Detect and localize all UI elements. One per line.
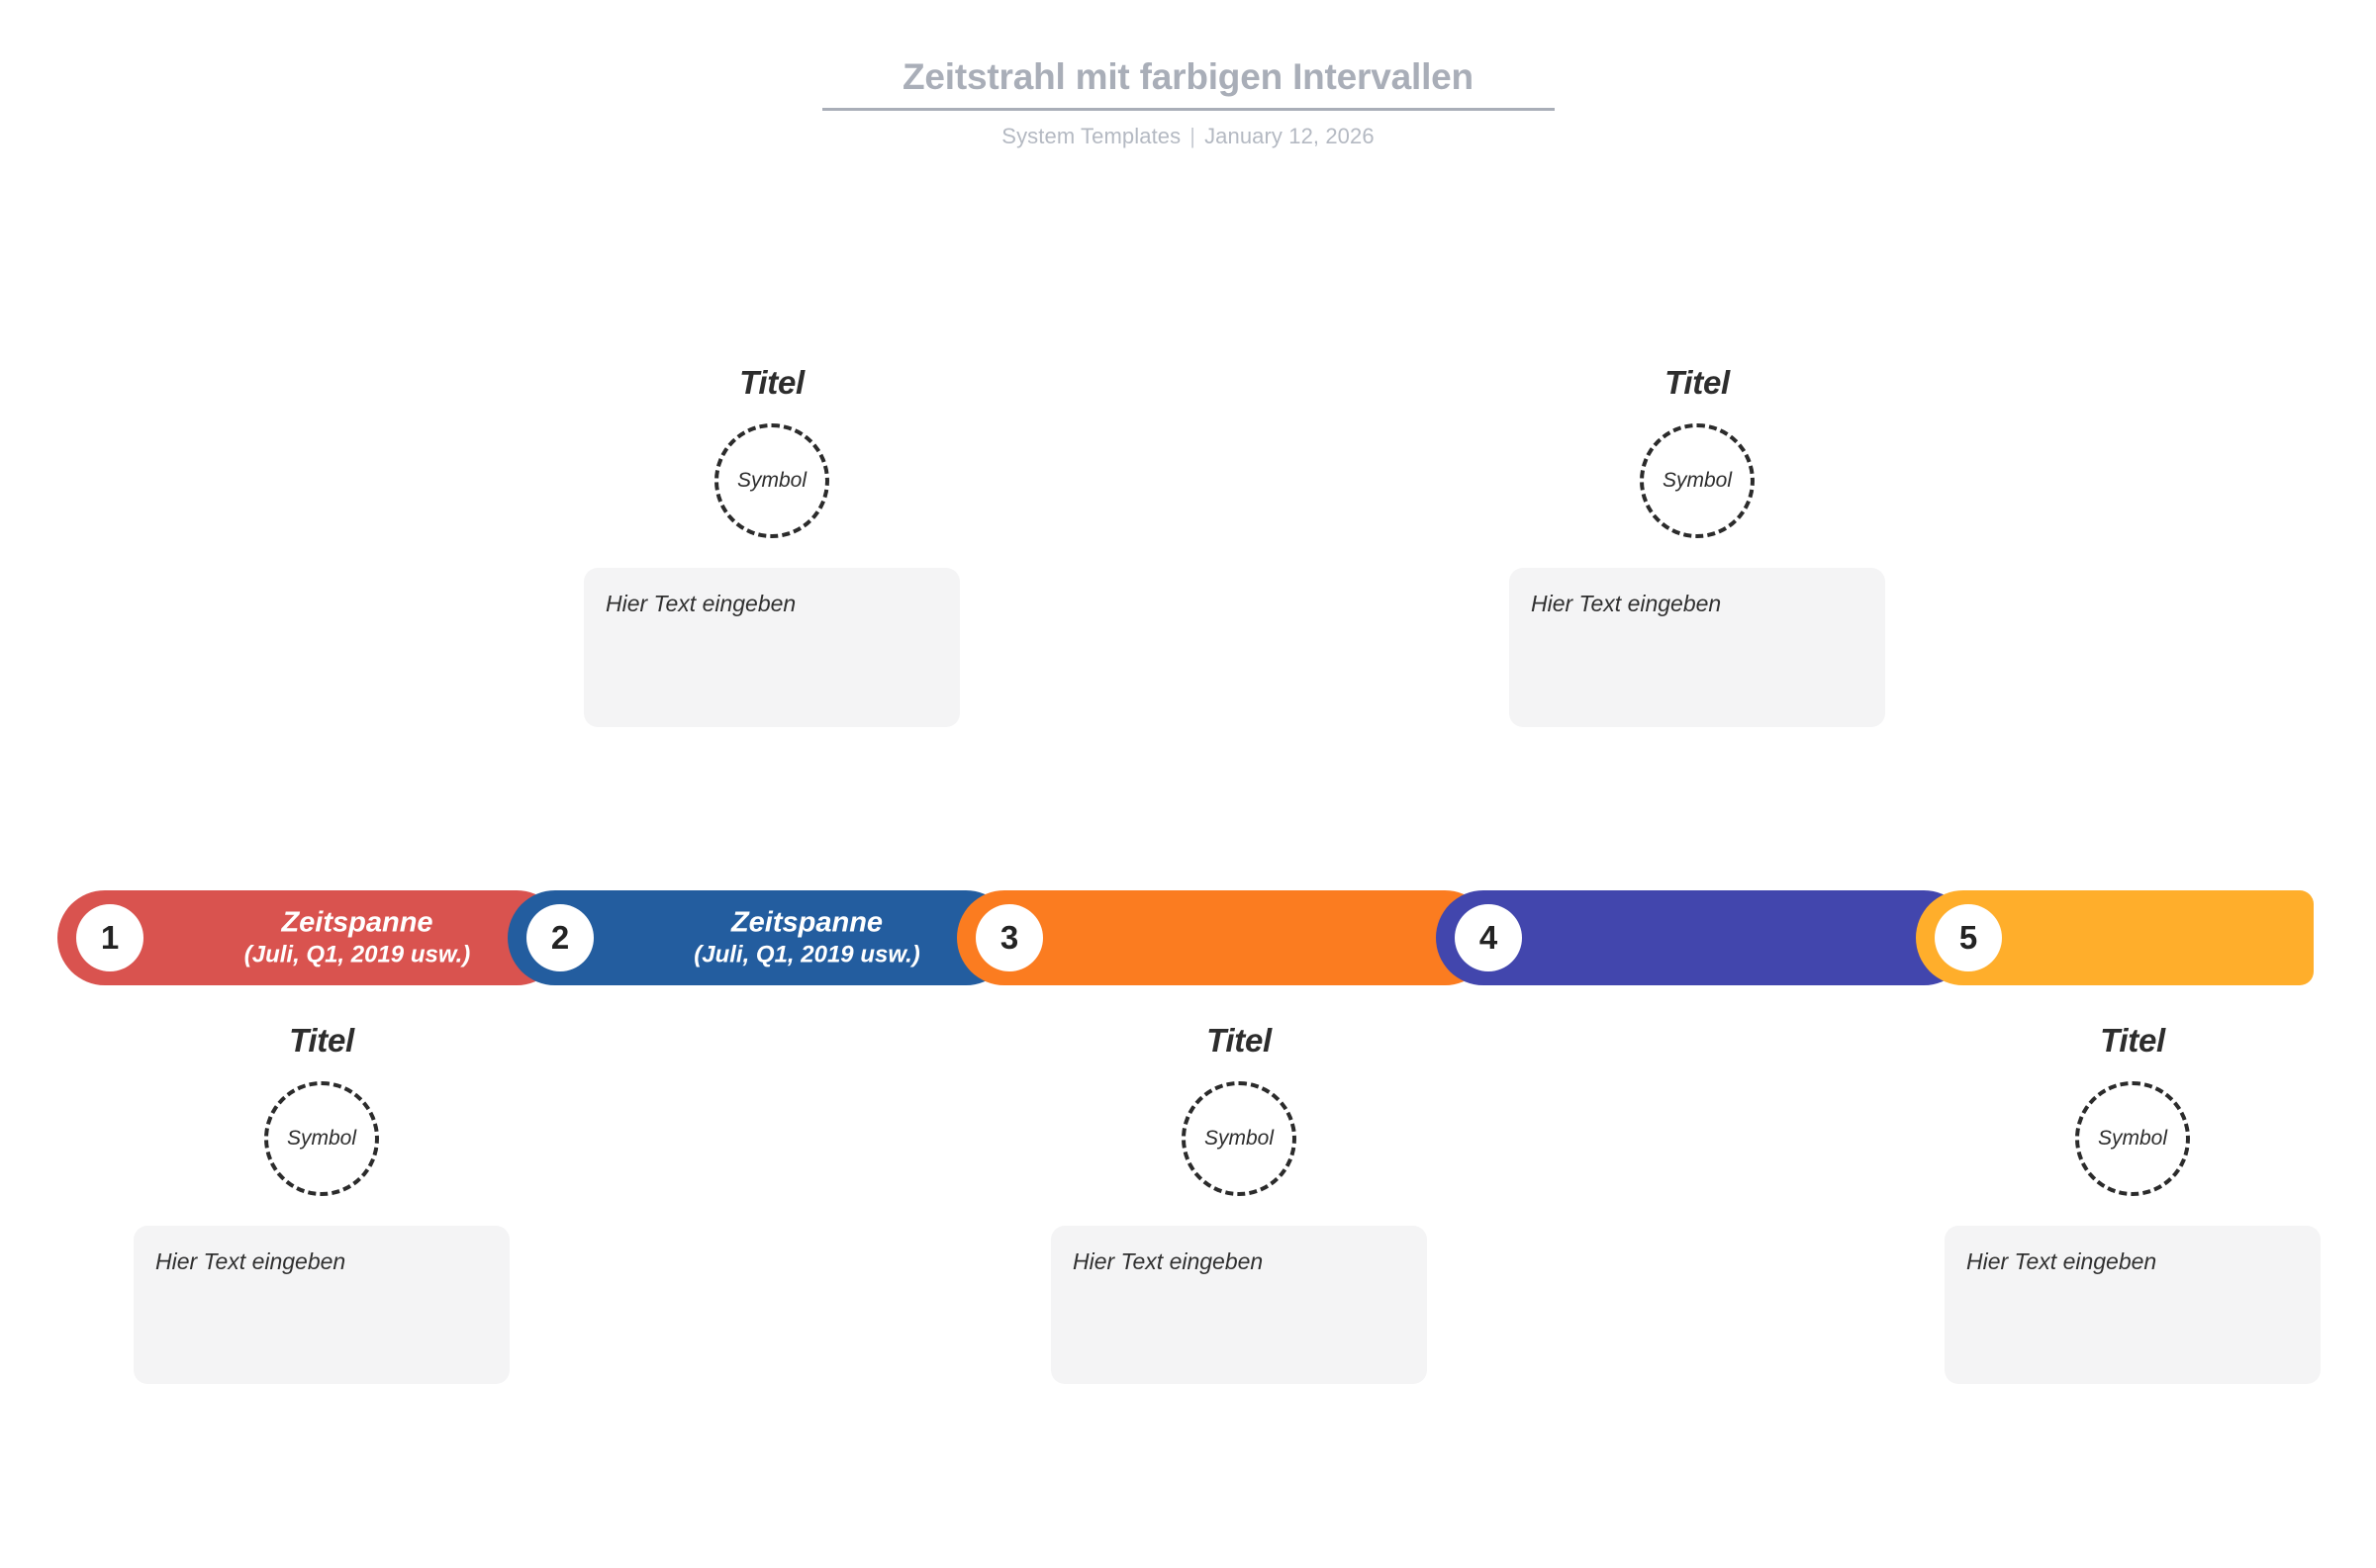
symbol-label: Symbol xyxy=(736,469,808,492)
card-title: Titel xyxy=(289,1022,354,1059)
segment-number-badge[interactable]: 4 xyxy=(1455,904,1522,971)
timeline-segment-5[interactable]: 5 xyxy=(1916,890,2314,985)
symbol-label: Symbol xyxy=(286,1127,357,1150)
symbol-placeholder-icon[interactable]: Symbol xyxy=(1182,1081,1296,1196)
card-text-box[interactable]: Hier Text eingeben xyxy=(1945,1226,2321,1384)
title-divider xyxy=(821,107,1555,111)
segment-label-line2: (Juli, Q1, 2019 usw.) xyxy=(243,942,471,969)
card-text-box[interactable]: Hier Text eingeben xyxy=(1509,568,1885,727)
card-title: Titel xyxy=(1664,364,1730,401)
milestone-card-5[interactable]: Titel Symbol Hier Text eingeben xyxy=(1945,1022,2321,1384)
segment-number-badge[interactable]: 2 xyxy=(526,904,594,971)
segment-number-badge[interactable]: 1 xyxy=(76,904,143,971)
card-text-placeholder: Hier Text eingeben xyxy=(1531,591,1722,616)
card-text-placeholder: Hier Text eingeben xyxy=(1966,1248,2157,1274)
slide-header: Zeitstrahl mit farbigen Intervallen Syst… xyxy=(0,56,2376,149)
milestone-card-3[interactable]: Titel Symbol Hier Text eingeben xyxy=(1051,1022,1427,1384)
timeline-segment-2[interactable]: 2 Zeitspanne (Juli, Q1, 2019 usw.) xyxy=(508,890,1013,985)
subtitle-separator: | xyxy=(1189,123,1196,148)
card-text-placeholder: Hier Text eingeben xyxy=(155,1248,346,1274)
symbol-placeholder-icon[interactable]: Symbol xyxy=(264,1081,379,1196)
card-text-box[interactable]: Hier Text eingeben xyxy=(1051,1226,1427,1384)
page-title: Zeitstrahl mit farbigen Intervallen xyxy=(903,56,1473,97)
segment-label-line1: Zeitspanne xyxy=(730,906,884,939)
timeline-segment-4[interactable]: 4 xyxy=(1436,890,1971,985)
timeline-bar: 1 Zeitspanne (Juli, Q1, 2019 usw.) 2 Zei… xyxy=(57,890,2314,985)
segment-label-line1: Zeitspanne xyxy=(281,906,433,939)
symbol-label: Symbol xyxy=(1203,1127,1275,1150)
card-title: Titel xyxy=(739,364,805,401)
subtitle: System Templates | January 12, 2026 xyxy=(0,124,2376,149)
symbol-placeholder-icon[interactable]: Symbol xyxy=(1640,423,1755,538)
card-title: Titel xyxy=(1206,1022,1272,1059)
milestone-card-4[interactable]: Titel Symbol Hier Text eingeben xyxy=(1509,364,1885,727)
segment-label: Zeitspanne (Juli, Q1, 2019 usw.) xyxy=(611,906,1003,970)
milestone-card-1[interactable]: Titel Symbol Hier Text eingeben xyxy=(134,1022,510,1384)
symbol-placeholder-icon[interactable]: Symbol xyxy=(2075,1081,2190,1196)
timeline-segment-1[interactable]: 1 Zeitspanne (Juli, Q1, 2019 usw.) xyxy=(57,890,564,985)
symbol-placeholder-icon[interactable]: Symbol xyxy=(714,423,829,538)
symbol-label: Symbol xyxy=(2097,1127,2168,1150)
segment-number-badge[interactable]: 5 xyxy=(1935,904,2002,971)
card-text-box[interactable]: Hier Text eingeben xyxy=(584,568,960,727)
segment-label: Zeitspanne (Juli, Q1, 2019 usw.) xyxy=(160,906,554,970)
segment-number-badge[interactable]: 3 xyxy=(976,904,1043,971)
card-text-box[interactable]: Hier Text eingeben xyxy=(134,1226,510,1384)
card-text-placeholder: Hier Text eingeben xyxy=(1073,1248,1264,1274)
card-title: Titel xyxy=(2100,1022,2165,1059)
card-text-placeholder: Hier Text eingeben xyxy=(606,591,797,616)
milestone-card-2[interactable]: Titel Symbol Hier Text eingeben xyxy=(584,364,960,727)
subtitle-date: January 12, 2026 xyxy=(1204,123,1375,148)
symbol-label: Symbol xyxy=(1662,469,1733,492)
subtitle-org: System Templates xyxy=(1001,123,1182,148)
segment-label-line2: (Juli, Q1, 2019 usw.) xyxy=(694,942,920,969)
timeline-segment-3[interactable]: 3 xyxy=(957,890,1492,985)
